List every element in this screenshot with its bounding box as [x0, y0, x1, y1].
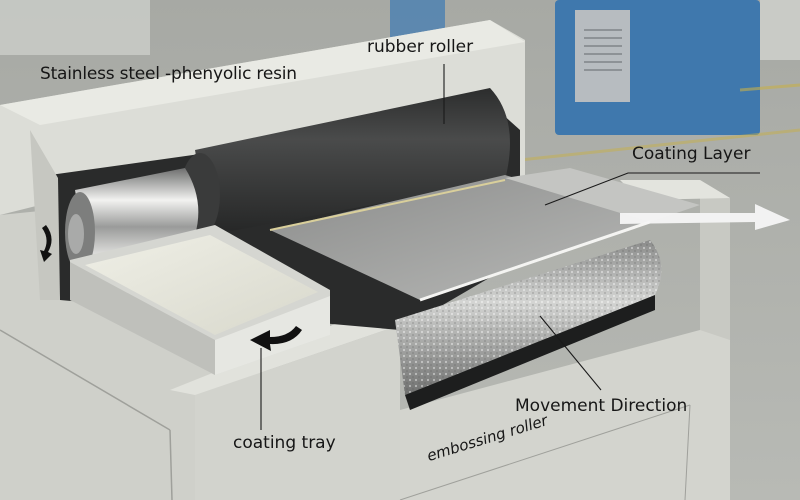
label-coating-tray: coating tray — [233, 433, 336, 453]
rotation-arrow-tray-icon — [250, 326, 302, 351]
label-rubber-roller: rubber roller — [367, 37, 474, 57]
label-coating-layer: Coating Layer — [632, 144, 751, 164]
movement-arrow-icon — [620, 204, 790, 230]
rotation-arrow-left-icon — [40, 225, 52, 262]
label-material: Stainless steel -phenyolic resin — [40, 64, 297, 84]
label-movement-direction: Movement Direction — [515, 396, 688, 416]
